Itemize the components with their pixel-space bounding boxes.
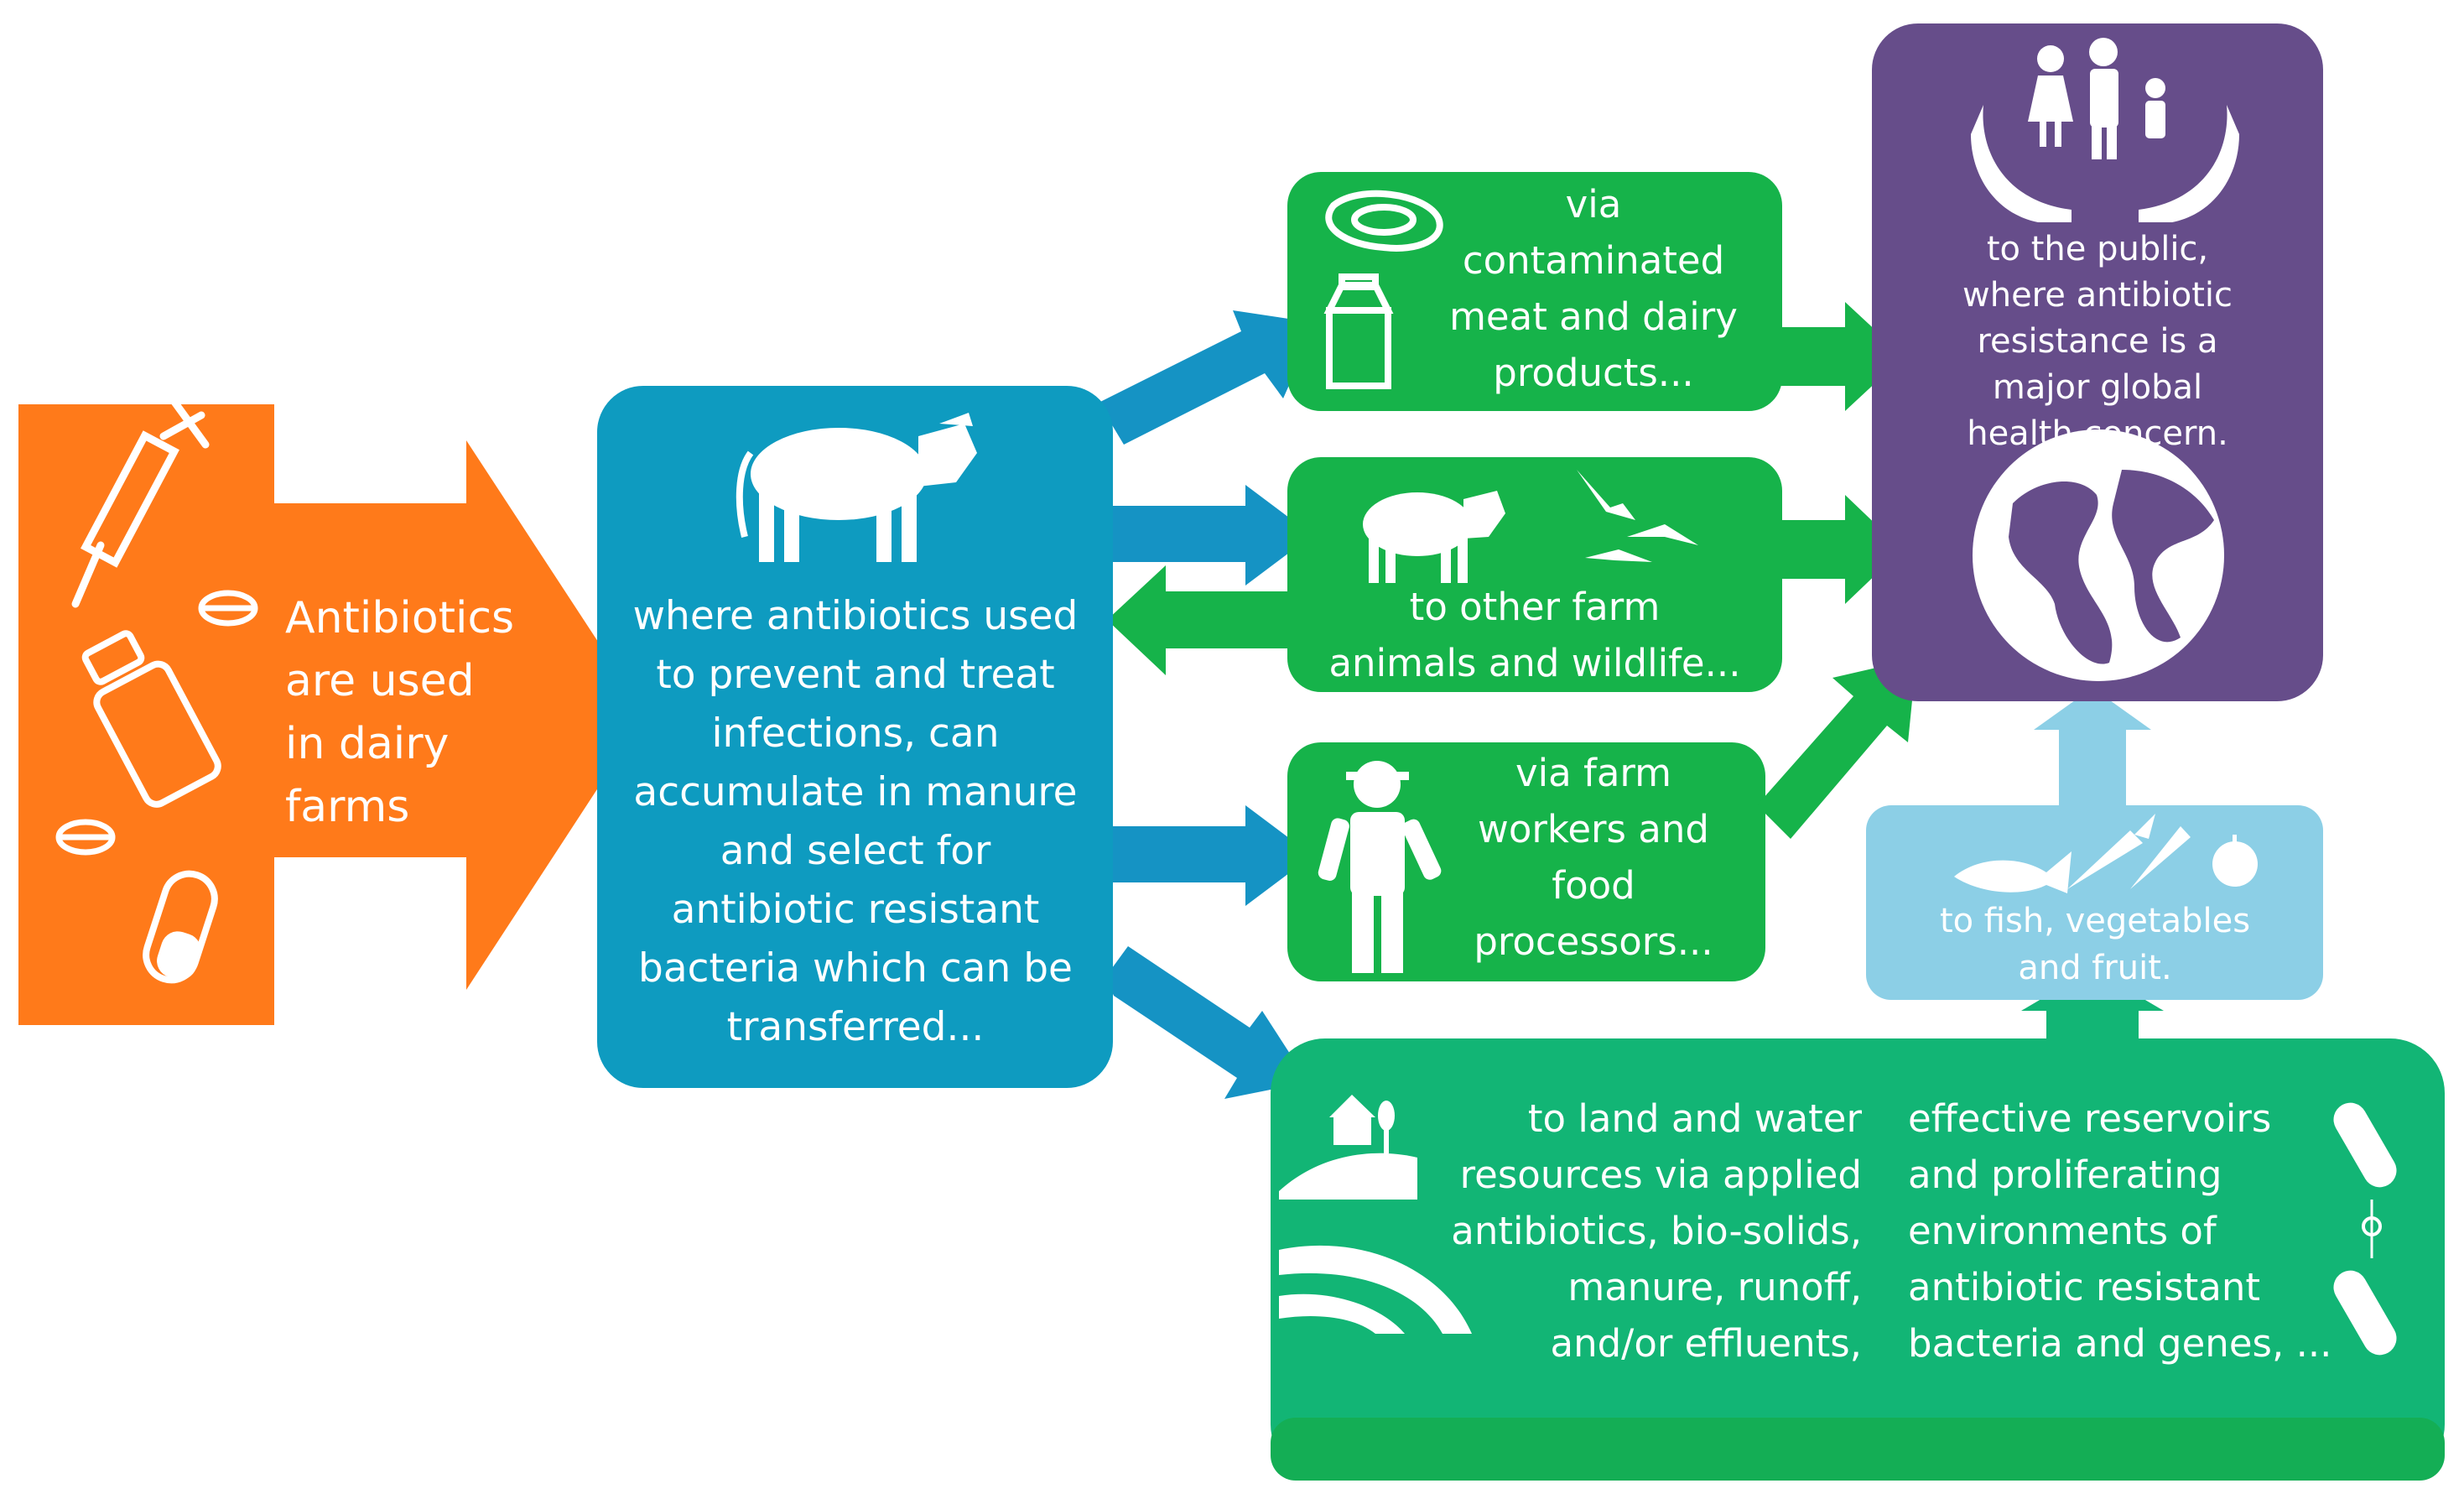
dairy-block <box>597 386 1113 1088</box>
syringe-icon <box>71 394 210 608</box>
vial-icon <box>81 630 221 808</box>
family-hands-icon <box>1971 38 2239 222</box>
environment-box <box>1271 1038 2445 1479</box>
birds-icon <box>1577 470 1698 562</box>
cow-icon <box>1363 491 1505 583</box>
animals-text: to other farm animals and wildlife... <box>1328 585 1741 685</box>
pill-icon <box>198 590 258 627</box>
carrot-icon <box>2067 814 2191 889</box>
farm-landscape-icon <box>1279 1095 1472 1334</box>
bacteria-icon <box>2333 1102 2397 1356</box>
arrow-to-animals <box>1107 485 1313 586</box>
food-box <box>1866 805 2323 1000</box>
source-arrow <box>270 440 646 990</box>
food-text: to fish, vegetables and fruit. <box>1939 902 2251 987</box>
pill-icon <box>55 819 116 856</box>
environment-box-stripe <box>1271 1418 2445 1481</box>
milk-carton-icon <box>1323 273 1394 389</box>
workers-text: via farm workers and food processors... <box>1474 751 1713 964</box>
products-text: via contaminated meat and dairy products… <box>1449 182 1738 395</box>
arrow-back-to-dairy <box>1107 565 1313 675</box>
arrow-env-to-food <box>2021 969 2164 1040</box>
environment-text-left: to land and water resources via applied … <box>1451 1096 1862 1366</box>
arrow-to-workers <box>1107 805 1313 906</box>
steak-icon <box>1325 190 1443 252</box>
dairy-text: where antibiotics used to prevent and tr… <box>632 593 1079 1050</box>
arrow-to-products <box>1099 310 1317 445</box>
globe-icon <box>1973 429 2224 681</box>
apple-icon <box>2212 835 2258 887</box>
arrow-to-environment <box>1105 946 1308 1099</box>
environment-text-right: effective reservoirs and proliferating e… <box>1908 1096 2332 1366</box>
arrow-food-to-public <box>2034 688 2151 807</box>
worker-icon <box>1318 761 1442 973</box>
arrow-workers-to-public <box>1757 658 1916 839</box>
fish-icon <box>1954 851 2072 893</box>
public-text: to the public, where antibiotic resistan… <box>1962 230 2233 453</box>
capsule-icon <box>143 870 218 984</box>
workers-box <box>1287 742 1765 981</box>
cow-icon <box>736 413 977 562</box>
source-text: Antibiotics are used in dairy farms <box>285 593 515 832</box>
products-box <box>1287 172 1782 411</box>
